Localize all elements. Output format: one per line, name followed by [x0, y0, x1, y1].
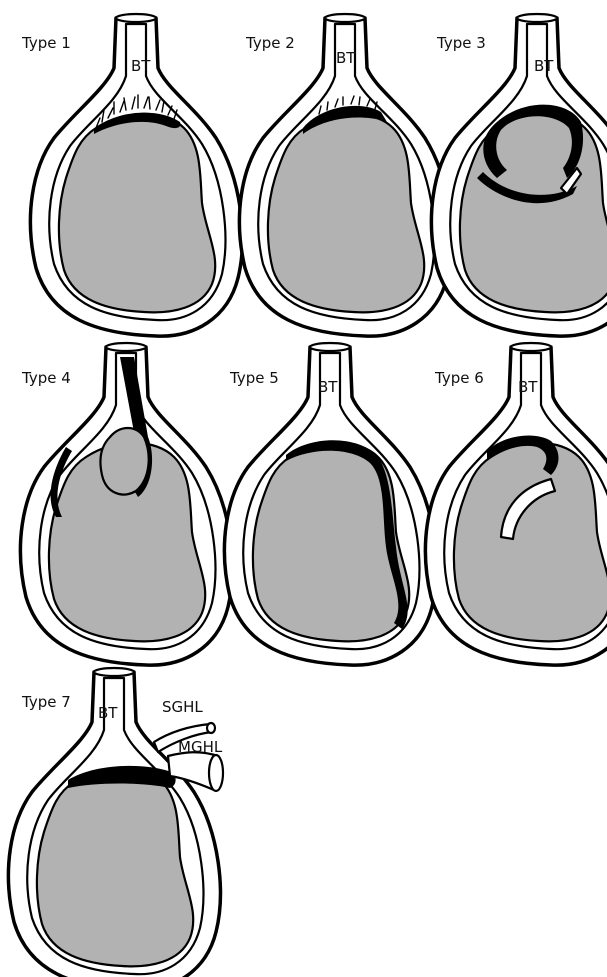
panel-5-bt-label: BT	[318, 378, 338, 396]
panel-6-type-label: Type 6	[434, 369, 484, 387]
panel-3-type-label: Type 3	[436, 34, 486, 52]
panel-2-bt-label: BT	[336, 49, 356, 67]
panel-7-type-label: Type 7	[21, 693, 71, 711]
panel-type-3	[431, 14, 607, 336]
panel-1-type-label: Type 1	[21, 34, 71, 52]
panel-1-bt-label: BT	[131, 57, 151, 75]
panel-5-type-label: Type 5	[229, 369, 279, 387]
panel-type-4	[20, 343, 232, 665]
panel-3-bt-label: BT	[534, 57, 554, 75]
mghl-label: MGHL	[178, 738, 223, 756]
panel-2-type-label: Type 2	[245, 34, 295, 52]
panel-6-bt-label: BT	[518, 378, 538, 396]
sghl-label: SGHL	[162, 698, 203, 716]
panel-7-bt-label: BT	[98, 704, 118, 722]
panel-4-type-label: Type 4	[21, 369, 71, 387]
panel-type-6	[425, 343, 607, 665]
